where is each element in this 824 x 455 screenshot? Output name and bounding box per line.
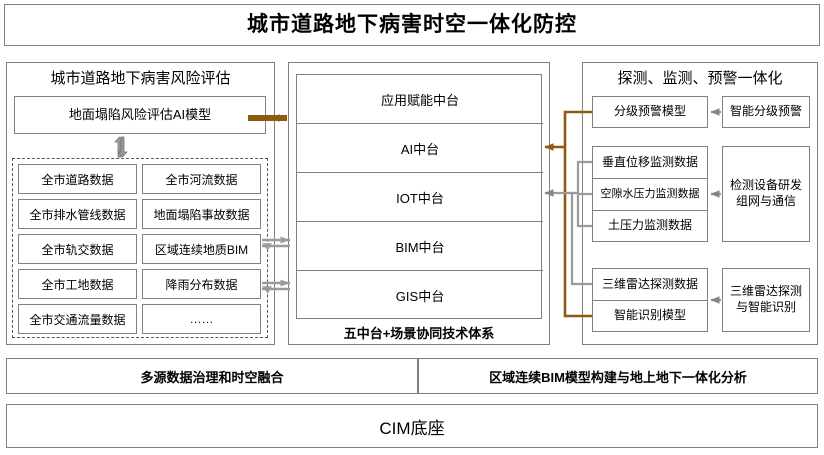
bottom-capability-row: 多源数据治理和时空融合 区域连续BIM模型构建与地上地下一体化分析 — [6, 358, 818, 394]
monitor-source-box[interactable]: 检测设备研发 组网与通信 — [722, 146, 810, 242]
radar-data-box[interactable]: 三维雷达探测数据 — [592, 268, 708, 300]
ground-collapse-ai-model-box[interactable]: 地面塌陷风险评估AI模型 — [14, 96, 266, 134]
monitor-source-line1: 检测设备研发 — [729, 178, 802, 193]
left-panel-heading: 城市道路地下病害风险评估 — [50, 69, 231, 87]
platform-layer-stack: 应用赋能中台 AI中台 IOT中台 BIM中台 GIS中台 — [296, 74, 543, 319]
warning-source-box[interactable]: 智能分级预警 — [722, 96, 810, 128]
platform-layer-app[interactable]: 应用赋能中台 — [297, 75, 543, 124]
data-cell[interactable]: 全市轨交数据 — [18, 234, 137, 264]
data-cell[interactable]: 降雨分布数据 — [142, 269, 261, 299]
capability-bar-data-governance[interactable]: 多源数据治理和时空融合 — [6, 358, 418, 394]
data-cell[interactable]: 全市排水管线数据 — [18, 199, 137, 229]
radar-source-line1: 三维雷达探测 — [729, 284, 802, 299]
capability-bar-bim-analysis[interactable]: 区域连续BIM模型构建与地上地下一体化分析 — [418, 358, 818, 394]
platform-layer-gis[interactable]: GIS中台 — [395, 289, 445, 304]
data-cell[interactable]: 全市河流数据 — [142, 164, 261, 194]
data-cell[interactable]: 全市道路数据 — [18, 164, 137, 194]
platform-layer-ai[interactable]: AI中台 — [297, 124, 543, 173]
platform-layer-bim[interactable]: BIM中台 — [297, 222, 543, 271]
right-panel-heading: 探测、监测、预警一体化 — [617, 69, 783, 87]
cim-foundation-bar[interactable]: CIM底座 — [6, 404, 818, 448]
data-cell[interactable]: 全市交通流量数据 — [18, 304, 137, 334]
data-cell[interactable]: 区域连续地质BIM — [142, 234, 261, 264]
data-cell[interactable]: 全市工地数据 — [18, 269, 137, 299]
data-cell[interactable]: 地面塌陷事故数据 — [142, 199, 261, 229]
radar-source-line2: 与智能识别 — [735, 300, 796, 314]
monitor-data-box-pore-water-pressure[interactable]: 空隙水压力监测数据 — [592, 178, 708, 210]
monitor-source-line2: 组网与通信 — [735, 194, 796, 208]
recognition-model-box[interactable]: 智能识别模型 — [592, 300, 708, 332]
warning-model-box[interactable]: 分级预警模型 — [592, 96, 708, 128]
monitor-data-box-vertical-displacement[interactable]: 垂直位移监测数据 — [592, 146, 708, 178]
data-cell[interactable]: …… — [142, 304, 261, 334]
page-title: 城市道路地下病害时空一体化防控 — [4, 4, 820, 46]
monitor-data-box-earth-pressure[interactable]: 土压力监测数据 — [592, 210, 708, 242]
platform-stack-footer: 五中台+场景协同技术体系 — [343, 325, 495, 341]
up-down-arrow-icon — [114, 136, 128, 158]
platform-layer-iot[interactable]: IOT中台 — [297, 173, 543, 222]
radar-source-box[interactable]: 三维雷达探测 与智能识别 — [722, 268, 810, 332]
